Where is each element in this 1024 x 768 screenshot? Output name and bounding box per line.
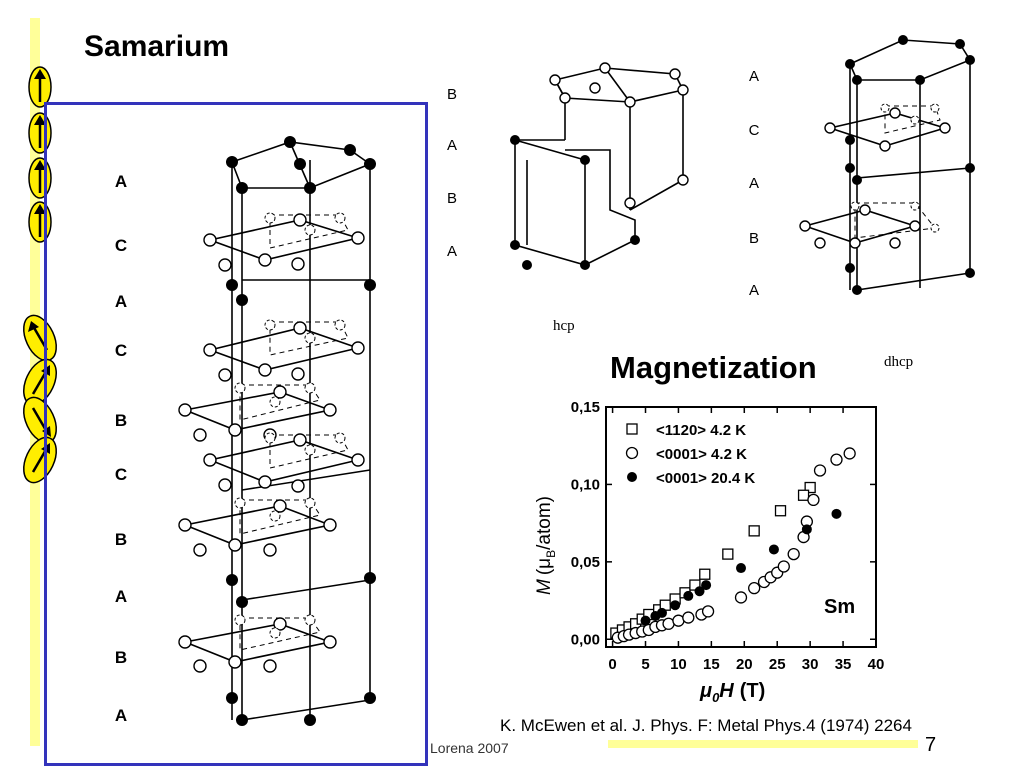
data-point: [774, 505, 787, 517]
hcp-letter: B: [446, 86, 457, 103]
y-tick-label: 0,10: [571, 476, 600, 493]
data-point: [787, 547, 800, 561]
x-tick-label: 35: [835, 656, 852, 673]
citation: K. McEwen et al. J. Phys. F: Metal Phys.…: [500, 716, 912, 735]
x-axis-title: μ0H(T): [699, 680, 765, 705]
legend-label: <1120> 4.2 K: [656, 422, 746, 439]
chart-legend: <1120> 4.2 K <0001> 4.2 K <0001> 20.4 K: [625, 422, 755, 487]
samarium-structure-diagram: [178, 136, 376, 726]
stacking-letter: C: [114, 341, 128, 360]
data-point: [682, 611, 695, 624]
dhcp-letter: A: [748, 282, 759, 299]
x-tick-label: 20: [736, 656, 753, 673]
stacking-letter: B: [114, 648, 128, 667]
dhcp-label: dhcp: [884, 354, 914, 370]
data-point: [777, 560, 790, 573]
data-point: [701, 605, 715, 618]
legend-marker: [625, 446, 639, 460]
stacking-letter: B: [114, 530, 128, 549]
hcp-letter: A: [446, 137, 457, 154]
data-point: [797, 489, 810, 501]
stacking-letter: B: [114, 411, 128, 430]
x-tick-label: 10: [670, 656, 687, 673]
stacking-letter: C: [114, 236, 128, 255]
data-points: [610, 447, 856, 644]
y-tick-label: 0,15: [571, 399, 600, 416]
magnetization-title: Magnetization: [610, 350, 817, 385]
data-point: [683, 590, 694, 601]
dhcp-structure-diagram: [799, 35, 975, 295]
dhcp-letter: C: [748, 122, 760, 139]
legend-marker: [627, 472, 637, 482]
stacking-frame: [44, 102, 428, 766]
dhcp-letter: B: [748, 230, 759, 247]
spin-arrow-icon: [23, 396, 57, 444]
stacking-letter: A: [114, 172, 128, 191]
data-point: [722, 548, 734, 560]
dhcp-letter: A: [748, 68, 759, 85]
legend-marker: [626, 423, 638, 435]
stacking-letter: A: [114, 292, 128, 311]
data-point: [804, 481, 816, 494]
data-point: [699, 568, 711, 580]
dhcp-letter: A: [748, 175, 759, 192]
data-point: [843, 447, 856, 460]
stacking-letter: C: [114, 465, 128, 484]
data-point: [830, 453, 843, 466]
highlight-bar-bottom: [608, 740, 918, 748]
hcp-letter: A: [446, 243, 457, 260]
data-point: [736, 563, 746, 574]
data-point: [640, 615, 651, 626]
data-point: [768, 544, 779, 555]
stacking-letter: A: [114, 587, 128, 606]
stacking-letter: A: [114, 706, 128, 725]
footer-author: Lorena 2007: [430, 740, 509, 756]
data-point: [801, 524, 812, 535]
hcp-structure-diagram: [510, 62, 689, 270]
magnetization-chart: 0 5 10 15 20 25 30 35 40 0,00 0,05 0,10 0,15 <1120> …: [534, 399, 885, 705]
data-point: [748, 582, 761, 595]
data-point: [748, 525, 760, 537]
plot-frame: [605, 406, 877, 648]
sample-label: Sm: [824, 596, 855, 618]
legend-label: <0001> 20.4 K: [656, 470, 755, 487]
data-point: [807, 493, 820, 507]
slide-title: Samarium: [84, 30, 230, 63]
y-axis-title: M(μB/atom): [534, 496, 558, 595]
x-tick-label: 15: [703, 656, 720, 673]
data-point: [670, 600, 681, 611]
x-tick-label: 30: [802, 656, 819, 673]
hcp-letter: B: [446, 190, 457, 207]
x-tick-label: 0: [608, 656, 616, 673]
data-point: [701, 580, 712, 591]
data-point: [734, 591, 748, 604]
data-point: [694, 586, 705, 597]
hcp-label: hcp: [553, 318, 575, 334]
x-tick-label: 40: [868, 656, 885, 673]
data-point: [831, 508, 842, 519]
x-tick-label: 5: [641, 656, 649, 673]
data-point: [656, 607, 667, 618]
data-point: [813, 464, 827, 477]
y-tick-label: 0,05: [571, 554, 600, 571]
page-number: 7: [925, 734, 937, 756]
legend-label: <0001> 4.2 K: [656, 446, 747, 463]
spin-arrow-icon: [28, 66, 52, 108]
y-tick-label: 0,00: [571, 631, 600, 648]
axis-ticks: 0 5 10 15 20 25 30 35 40 0,00 0,05 0,10 0,15: [571, 399, 885, 673]
x-tick-label: 25: [769, 656, 786, 673]
